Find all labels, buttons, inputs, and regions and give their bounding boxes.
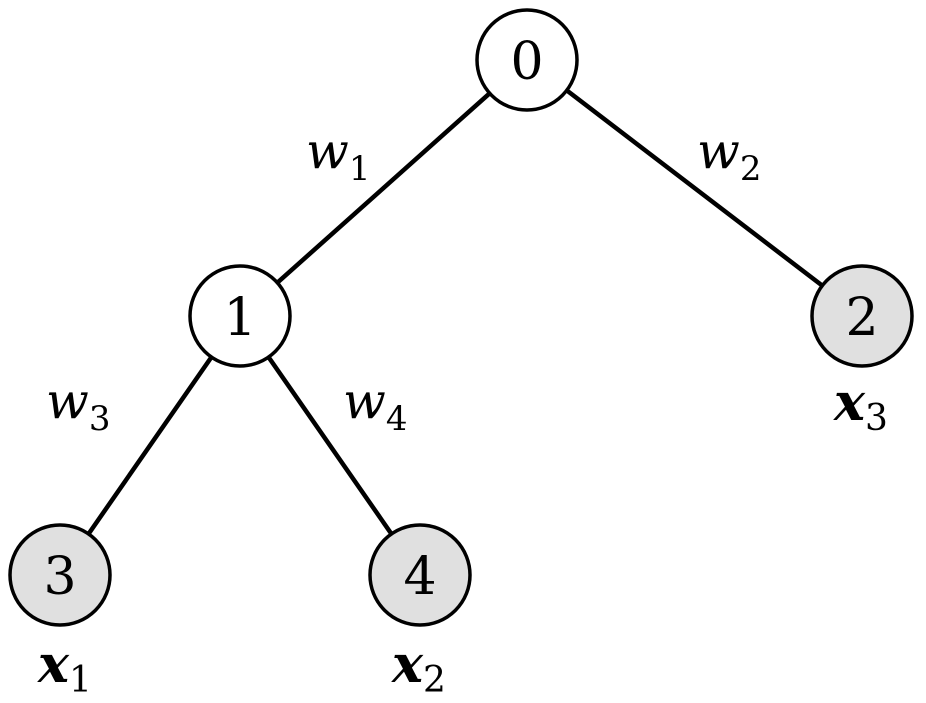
node-2-circle [810, 264, 914, 368]
edge-weight-w1-sub: 1 [349, 149, 371, 189]
node-0-label: 0 [510, 32, 543, 92]
leaf-label-x3: x3 [833, 372, 888, 439]
edge-1-4 [237, 313, 423, 578]
edge-weight-w3-base: w [46, 372, 89, 430]
node-4-circle [368, 523, 472, 627]
edge-0-1 [237, 57, 530, 319]
node-3: 3 [8, 523, 112, 627]
edge-weight-w4: w4 [343, 372, 407, 439]
node-1-circle [188, 264, 292, 368]
leaf-label-x1-base: x [37, 634, 70, 695]
edges-layer [57, 57, 865, 578]
leaf-label-x3-sub: 3 [865, 398, 888, 439]
node-3-label: 3 [43, 547, 76, 607]
leaf-label-x2: x2 [391, 634, 446, 701]
node-4: 4 [368, 523, 472, 627]
node-2-label: 2 [845, 288, 878, 348]
leaf-label-x3-base: x [833, 372, 866, 433]
node-4-label: 4 [403, 547, 436, 607]
node-1-label: 1 [223, 288, 256, 348]
edge-weight-w1-base: w [306, 122, 349, 180]
edge-weight-w4-base: w [343, 372, 386, 430]
edge-weight-w3-sub: 3 [89, 399, 111, 439]
edge-weight-w2-sub: 2 [740, 149, 762, 189]
node-0-circle [475, 8, 579, 112]
edge-1-3 [57, 313, 243, 578]
node-3-circle [8, 523, 112, 627]
edge-weight-w4-sub: 4 [386, 399, 408, 439]
leaf-label-x1: x1 [37, 634, 92, 701]
node-1: 1 [188, 264, 292, 368]
node-0: 0 [475, 8, 579, 112]
leaf-label-x2-base: x [391, 634, 424, 695]
edge-weight-w2-base: w [697, 122, 740, 180]
leaf-label-x2-sub: 2 [423, 660, 446, 701]
edge-weight-w1: w1 [306, 122, 370, 189]
node-2: 2 [810, 264, 914, 368]
edge-weight-w2: w2 [697, 122, 761, 189]
edge-0-2 [524, 57, 865, 319]
leaf-label-x1-sub: 1 [69, 660, 92, 701]
edge-weight-w3: w3 [46, 372, 110, 439]
